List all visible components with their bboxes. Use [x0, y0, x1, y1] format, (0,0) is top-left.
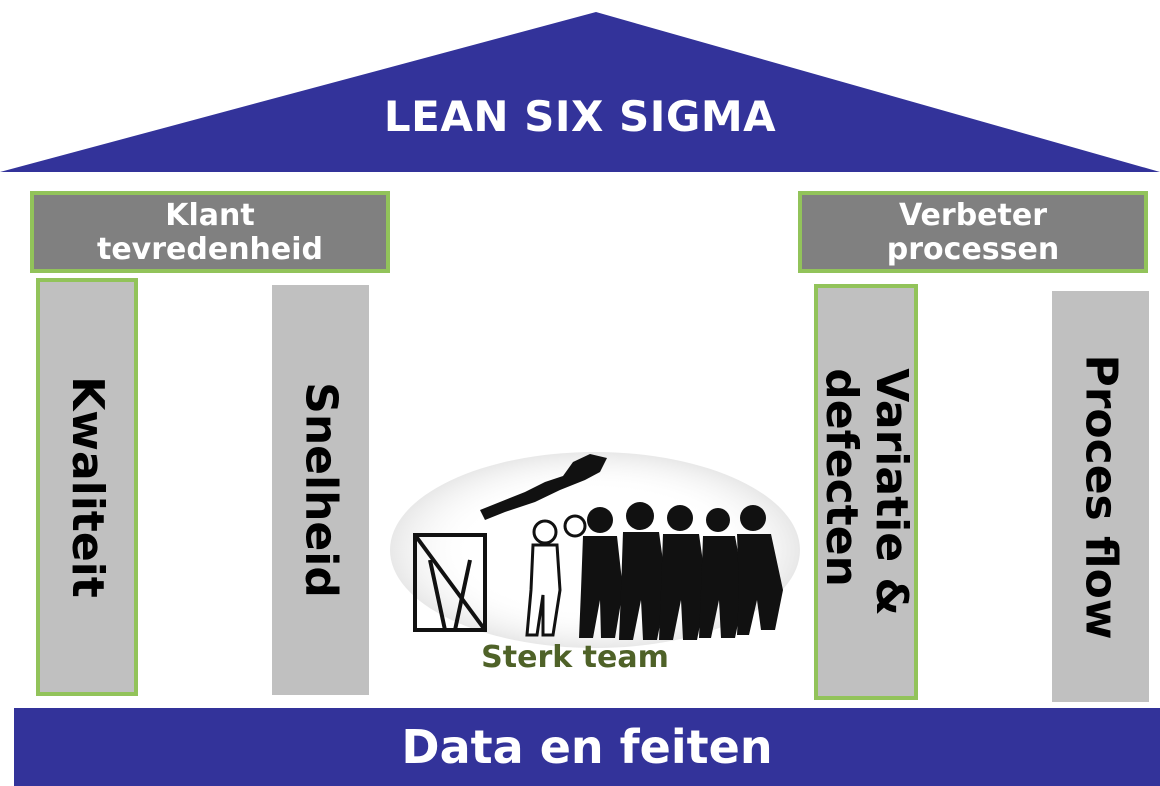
header-left-line1: Klant: [165, 198, 255, 233]
team-silhouettes-icon: [579, 502, 783, 640]
roof-title: LEAN SIX SIGMA: [383, 92, 777, 141]
header-right-line2: processen: [886, 232, 1060, 267]
flying-person-icon: [480, 454, 607, 520]
team-jumping-illustration: [390, 452, 800, 648]
outline-people-icon: [525, 514, 587, 637]
header-left-line2: tevredenheid: [96, 232, 324, 267]
header-right-line1: Verbeter: [898, 198, 1048, 233]
pillar-kwaliteit: Kwaliteit: [36, 278, 138, 696]
base-data-en-feiten: Data en feiten: [14, 708, 1160, 786]
pillar-variatie-line1: Variatie &: [866, 368, 917, 616]
pillar-proces-flow: Proces flow: [1052, 291, 1149, 702]
wooden-box-icon: [413, 533, 487, 632]
header-klant-tevredenheid: Klant tevredenheid: [30, 191, 390, 273]
pillar-kwaliteit-label: Kwaliteit: [62, 376, 113, 598]
pillar-variatie-line2: defecten: [816, 368, 867, 587]
pillar-variatie-defecten: Variatie & defecten: [814, 284, 918, 700]
roof-triangle: [0, 12, 1160, 172]
roof: [0, 12, 1160, 172]
pillar-snelheid: Snelheid: [272, 285, 369, 695]
pillar-variatie-defecten-label: Variatie & defecten: [816, 368, 917, 616]
pillar-proces-flow-label: Proces flow: [1075, 353, 1127, 640]
team-caption: Sterk team: [481, 640, 669, 675]
pillar-snelheid-label: Snelheid: [295, 382, 347, 598]
header-verbeter-processen: Verbeter processen: [798, 191, 1148, 273]
